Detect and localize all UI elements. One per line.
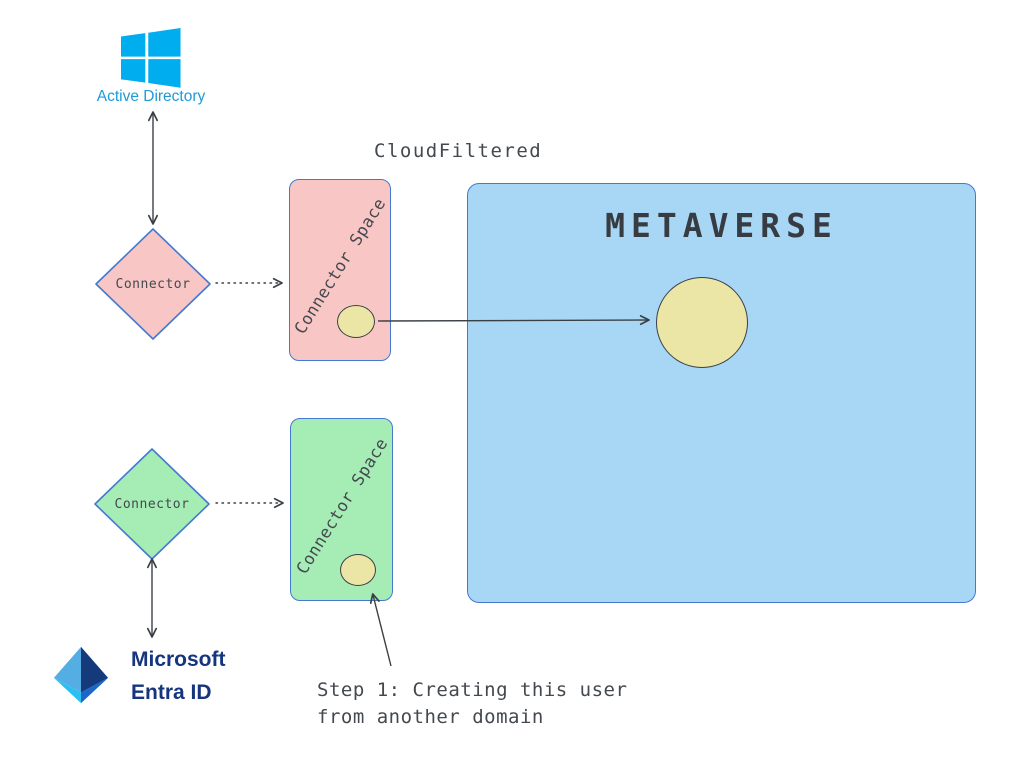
ad-connector-label: Connector [115,276,191,292]
metaverse-box: METAVERSE [467,183,976,603]
ad-connector-space-box: Connector Space [289,179,391,361]
entra-connector-diamond: Connector [92,446,212,562]
metaverse-title: METAVERSE [605,206,838,245]
step-note: Step 1: Creating this user from another … [317,677,627,731]
metaverse-object-circle [656,277,748,368]
entra-connector-label: Connector [114,496,190,512]
cloudfiltered-label: CloudFiltered [374,140,543,162]
active-directory-label: Active Directory [96,88,206,105]
entra-id-logo-icon [53,646,109,704]
diamond-shape [95,228,211,340]
entra-connector-space-label: Connector Space [291,434,392,578]
entra-id-label-line1: Microsoft [131,648,226,671]
step-note-line1: Step 1: Creating this user [317,679,628,701]
entra-id-label: Microsoft Entra ID [131,643,226,709]
entra-cs-object-dot [340,554,376,586]
ad-cs-object-dot [337,305,375,338]
ad-connector-diamond: Connector [93,226,213,342]
entra-id-label-line2: Entra ID [131,681,212,704]
windows-logo-icon [121,28,181,88]
step-note-arrow [369,593,392,667]
step-note-line2: from another domain [317,706,544,728]
